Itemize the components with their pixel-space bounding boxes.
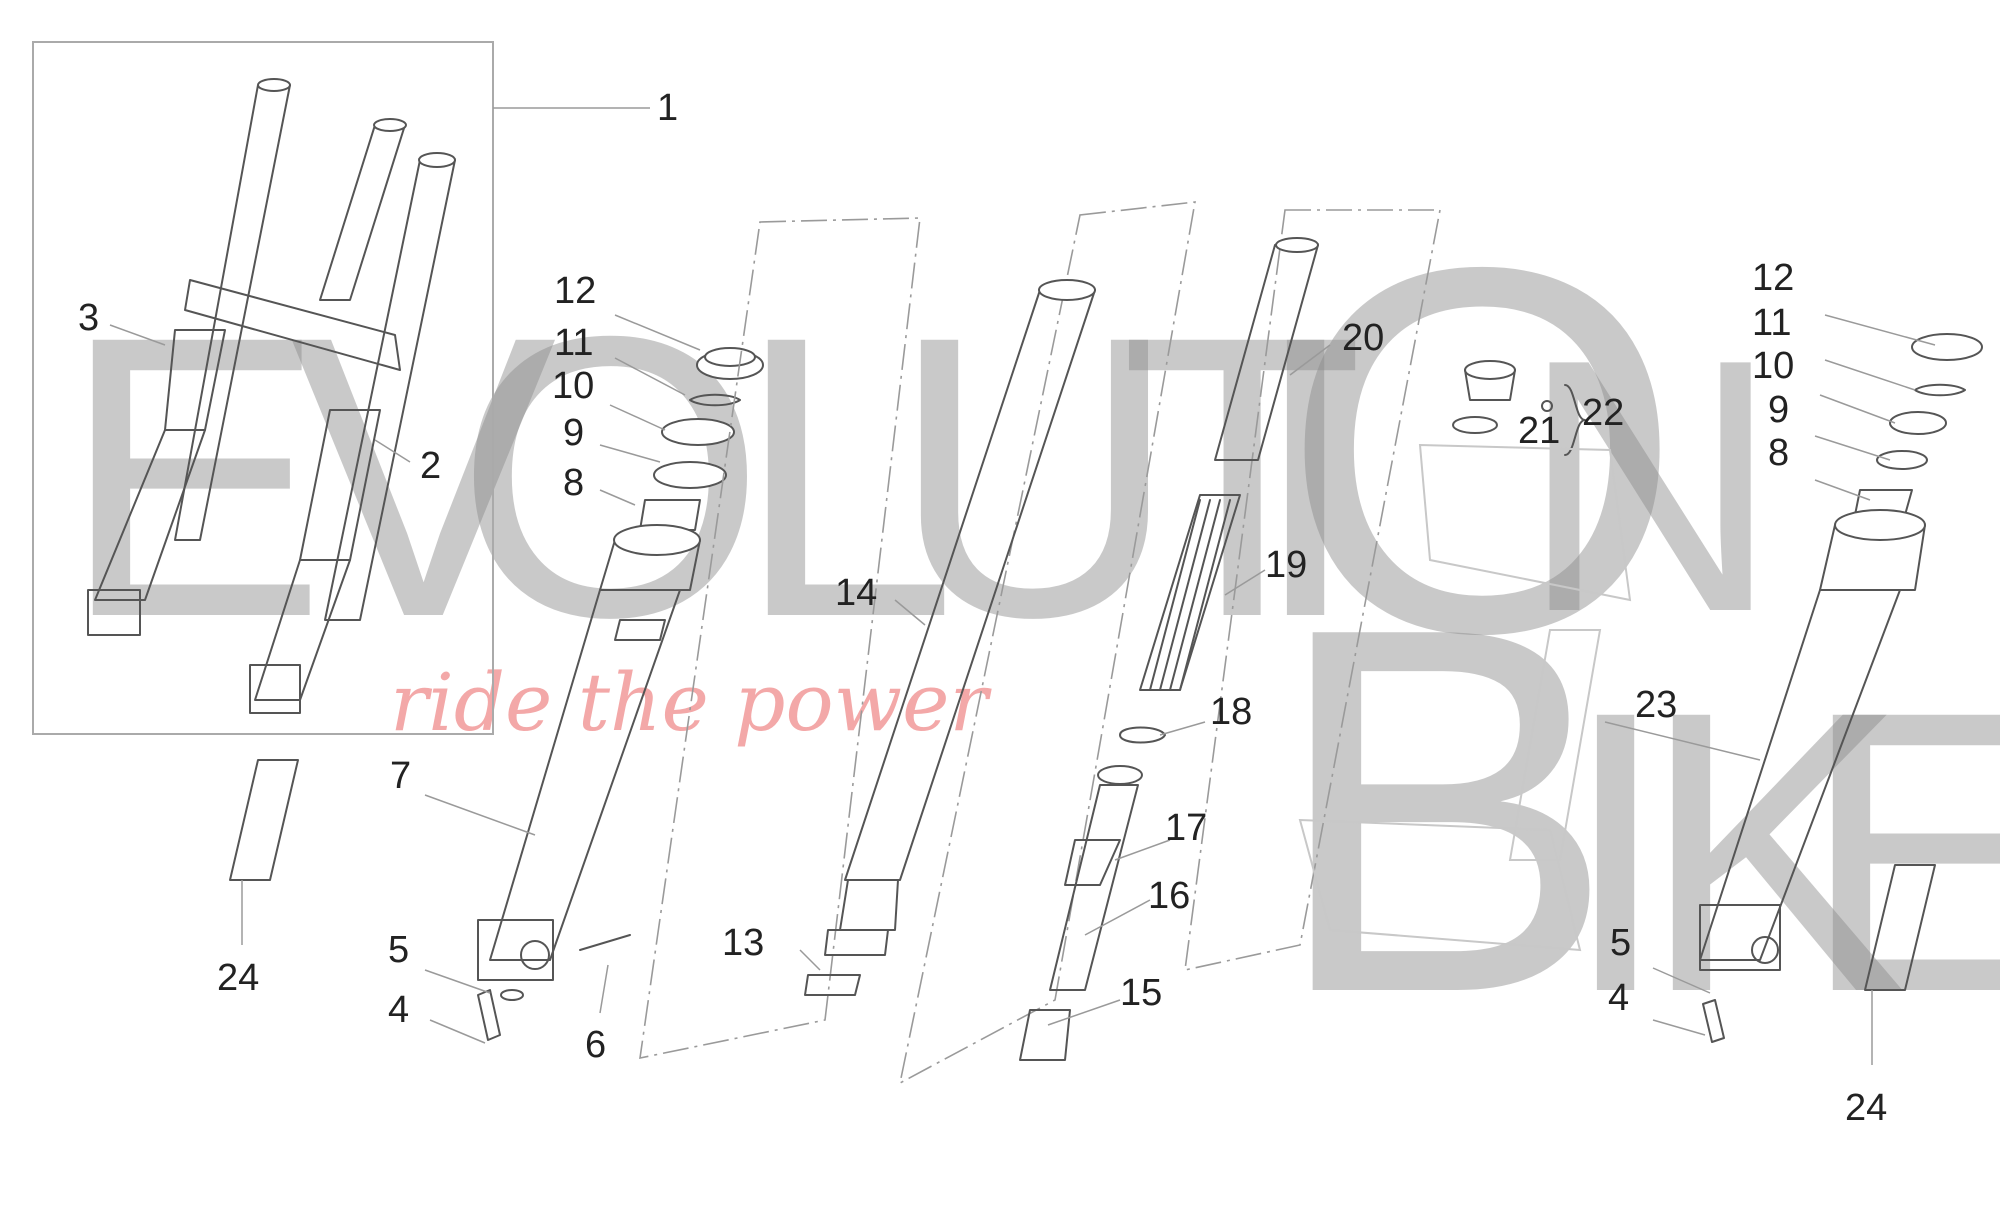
watermark: E V O L U T I O N B I K E ride the power	[60, 160, 2000, 1101]
callout-18: 18	[1210, 691, 1252, 733]
watermark-letter-k: K	[1640, 628, 1907, 1075]
callout-10-right: 10	[1752, 345, 1794, 387]
watermark-letter-u: U	[890, 253, 1179, 700]
callout-9-right: 9	[1768, 389, 1789, 431]
watermark-slogan: ride the power	[390, 656, 992, 749]
callout-12-right: 12	[1752, 257, 1794, 299]
callouts: 1 2 3 4 4 5 5 6 7 8 8 9 9 10 10 11 11 12…	[78, 87, 1887, 1129]
callout-13: 13	[722, 922, 764, 964]
callout-8-left: 8	[563, 462, 584, 504]
zone-outline-right	[1184, 209, 1441, 972]
callout-19: 19	[1265, 544, 1307, 586]
watermark-letter-o2: O	[1280, 160, 1684, 741]
callout-4-left: 4	[388, 989, 409, 1031]
callout-2: 2	[420, 445, 441, 487]
right-slider-group	[1699, 333, 1983, 1043]
callout-22: 22	[1582, 392, 1624, 434]
leader-lines	[109, 314, 1936, 1065]
callout-24-right: 24	[1845, 1087, 1887, 1129]
callout-12-left: 12	[554, 270, 596, 312]
zone-outline-left	[639, 217, 921, 1060]
callout-14: 14	[835, 572, 877, 614]
callout-24-left: 24	[217, 957, 259, 999]
callout-17: 17	[1165, 807, 1207, 849]
callout-11-right: 11	[1752, 302, 1791, 344]
callout-16: 16	[1148, 875, 1190, 917]
watermark-letter-e2: E	[1800, 628, 2000, 1075]
callout-9-left: 9	[563, 412, 584, 454]
callout-21: 21	[1518, 410, 1560, 452]
callout-3: 3	[78, 297, 99, 339]
left-slider-group	[477, 347, 764, 1041]
callout-11-left: 11	[554, 322, 593, 364]
callout-20: 20	[1342, 317, 1384, 359]
callout-1: 1	[657, 87, 678, 129]
top-cap-group	[1452, 360, 1586, 456]
callout-6: 6	[585, 1024, 606, 1066]
reflectors	[229, 759, 1936, 991]
watermark-letter-n: N	[1520, 285, 1780, 687]
watermark-letter-i2: I	[1560, 628, 1671, 1075]
callout-23: 23	[1635, 684, 1677, 726]
watermark-letter-l: L	[735, 253, 957, 700]
callout-4-right: 4	[1608, 977, 1629, 1019]
callout-15: 15	[1120, 972, 1162, 1014]
callout-7: 7	[390, 755, 411, 797]
damper-group	[1019, 237, 1319, 1061]
watermark-letter-b: B	[1270, 520, 1617, 1101]
callout-8-right: 8	[1768, 432, 1789, 474]
callout-5-left: 5	[388, 929, 409, 971]
ghost-triple-clamp	[1298, 443, 1632, 952]
watermark-letter-e: E	[60, 253, 327, 700]
callout-10-left: 10	[552, 365, 594, 407]
callout-5-right: 5	[1610, 922, 1631, 964]
zone-outline-middle	[898, 201, 1196, 1085]
fork-assembly-box	[32, 41, 650, 735]
inner-tube-group	[804, 279, 1096, 996]
watermark-letter-v: V	[290, 253, 559, 700]
watermark-letter-i: I	[1250, 253, 1361, 700]
